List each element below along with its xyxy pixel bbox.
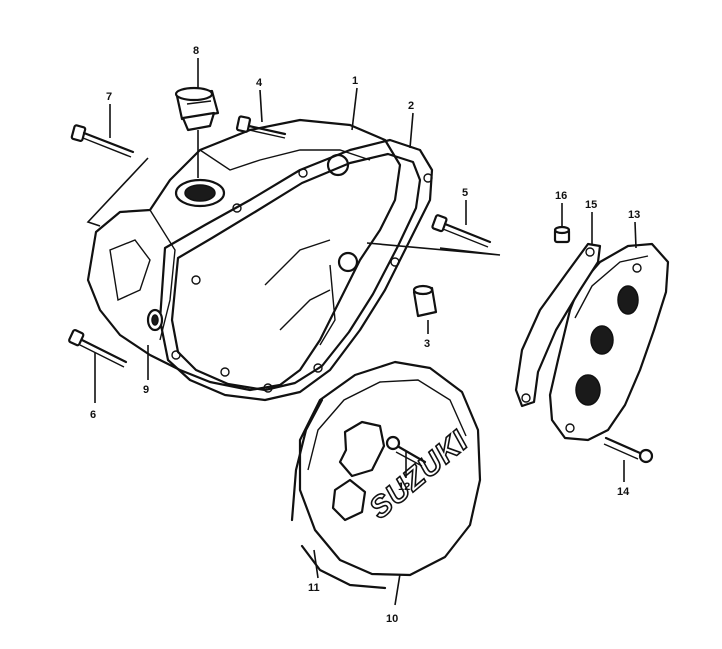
callout-labels: 1 2 3 4 5 6 7 8 9 10 11 12 13 14 15 16 xyxy=(90,45,640,625)
callout-11: 11 xyxy=(308,582,320,594)
callout-4: 4 xyxy=(256,77,263,89)
bolt-6 xyxy=(68,329,128,368)
leader-lines xyxy=(86,58,637,606)
sprocket-cover xyxy=(548,242,670,442)
callout-8: 8 xyxy=(193,45,199,57)
oil-filler-cap xyxy=(174,86,220,132)
crankcase-cover xyxy=(86,118,402,392)
chain-guide xyxy=(514,242,602,408)
magneto-cover: SUZUKI xyxy=(298,360,482,577)
callout-16: 16 xyxy=(555,190,567,202)
callout-5: 5 xyxy=(462,187,468,199)
magneto-cover-gasket xyxy=(290,398,387,590)
spacer xyxy=(553,225,571,244)
callout-9: 9 xyxy=(143,384,149,396)
o-ring xyxy=(146,308,164,332)
callout-6: 6 xyxy=(90,409,96,421)
callout-7: 7 xyxy=(106,91,112,103)
callout-1: 1 xyxy=(352,75,358,87)
screw-12 xyxy=(385,435,427,467)
callout-3: 3 xyxy=(424,338,430,350)
bolt-4 xyxy=(235,115,287,139)
bolt-7 xyxy=(70,124,135,158)
callout-14: 14 xyxy=(617,486,630,498)
callout-15: 15 xyxy=(585,199,597,211)
bolt-5 xyxy=(431,214,492,248)
callout-12: 12 xyxy=(398,481,410,493)
screw-14 xyxy=(603,436,654,464)
callout-13: 13 xyxy=(628,209,640,221)
callout-10: 10 xyxy=(386,613,398,625)
cover-gasket xyxy=(158,138,434,402)
callout-2: 2 xyxy=(408,100,414,112)
dowel-pin xyxy=(412,284,438,318)
